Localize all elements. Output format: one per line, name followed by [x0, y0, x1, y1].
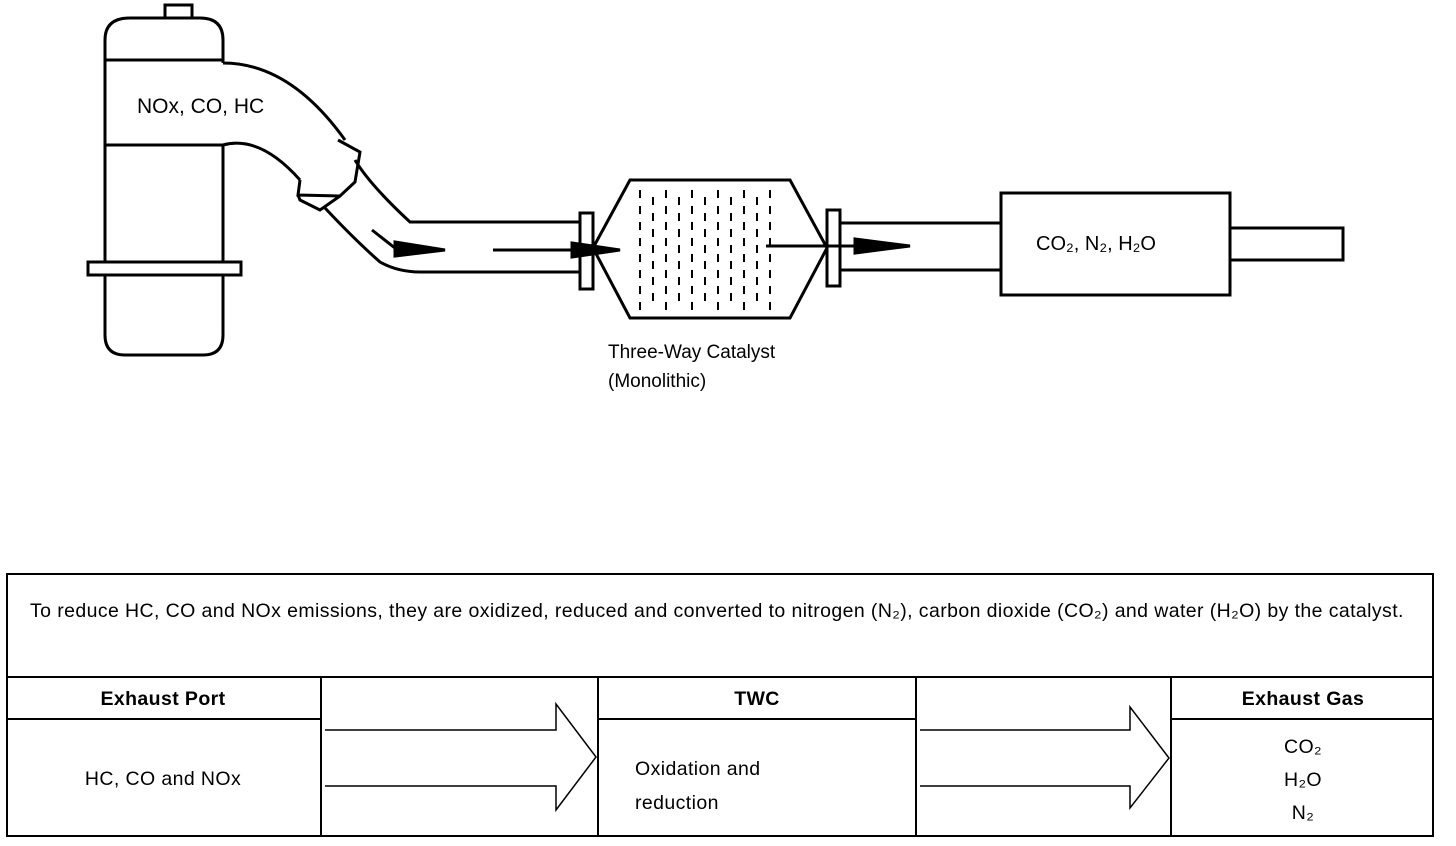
gas-n2: N₂	[1291, 802, 1315, 824]
header-exhaust-gas: Exhaust Gas	[1241, 688, 1365, 710]
flow-arrow-1	[393, 240, 446, 258]
catalyst-label-line1: Three-Way Catalyst	[608, 342, 776, 363]
gas-co2: CO₂	[1283, 736, 1323, 758]
muffler-box	[999, 191, 1232, 297]
header-exhaust-port: Exhaust Port	[100, 688, 226, 710]
flow-arrow-3	[853, 237, 911, 255]
catalyst-body	[591, 178, 829, 320]
tail-pipe	[1230, 226, 1345, 262]
table-arrows	[325, 701, 1170, 813]
exhaust-gas-values: CO₂ H₂O N₂	[1172, 731, 1434, 830]
flow-arrow-2	[570, 241, 621, 259]
column-rule-3	[915, 678, 917, 837]
twc-value: Oxidation and reduction	[635, 758, 761, 814]
header-rule-3	[1172, 718, 1434, 720]
header-twc: TWC	[734, 688, 780, 710]
table-arrow-1	[325, 701, 597, 813]
info-table	[6, 573, 1434, 837]
exhaust-port-value: HC, CO and NOx	[84, 768, 242, 790]
gas-h2o: H₂O	[1283, 769, 1323, 791]
outlet-bend-pipe	[222, 61, 580, 274]
outlet-flange	[825, 208, 842, 288]
catalyst-description: To reduce HC, CO and NOx emissions, they…	[30, 600, 1404, 622]
engine-manifold	[86, 3, 243, 357]
header-rule-1	[6, 718, 320, 720]
column-rule-4	[1170, 678, 1172, 837]
monolith-cells	[639, 190, 771, 310]
engine-emissions-label: NOx, CO, HC	[137, 95, 264, 118]
catalyst-label-line2: (Monolithic)	[608, 371, 706, 392]
muffler-products-label: CO₂, N₂, H₂O	[1036, 233, 1156, 255]
column-rule-2	[597, 678, 599, 837]
flow-arrows	[371, 228, 911, 259]
table-divider	[6, 676, 1434, 678]
header-rule-2	[599, 718, 915, 720]
column-rule-1	[320, 678, 322, 837]
table-arrow-2	[920, 704, 1170, 811]
